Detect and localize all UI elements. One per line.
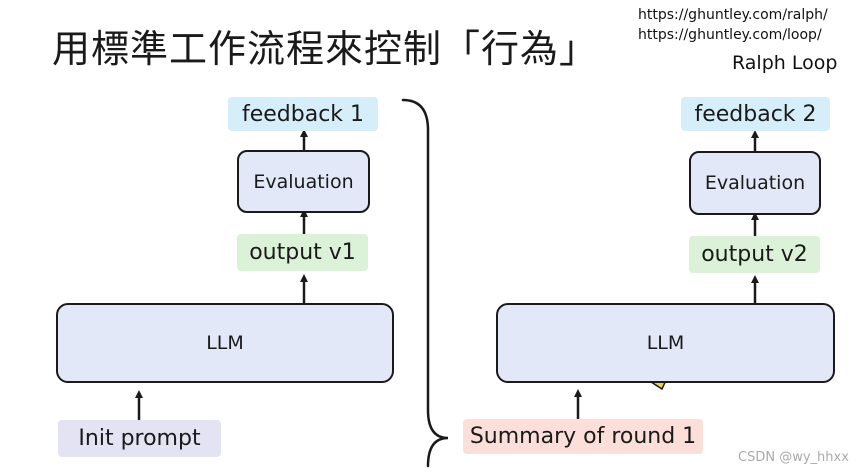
right-summary-label: Summary of round 1 xyxy=(463,419,703,454)
right-feedback-label: feedback 2 xyxy=(681,97,830,131)
slide-title: 用標準工作流程來控制「行為」 xyxy=(52,27,599,71)
reference-title: Ralph Loop xyxy=(732,52,838,74)
watermark: CSDN @wy_hhxx xyxy=(738,450,849,465)
left-init-prompt-label: Init prompt xyxy=(58,420,221,457)
left-evaluation-box: Evaluation xyxy=(237,150,370,213)
left-output-label: output v1 xyxy=(237,234,368,271)
left-feedback-label: feedback 1 xyxy=(228,97,378,131)
right-output-label: output v2 xyxy=(689,236,820,273)
reference-link-loop[interactable]: https://ghuntley.com/loop/ xyxy=(638,27,822,43)
curly-brace xyxy=(401,98,449,468)
left-llm-box: LLM xyxy=(56,303,394,383)
right-evaluation-box: Evaluation xyxy=(689,151,821,215)
reference-link-ralph[interactable]: https://ghuntley.com/ralph/ xyxy=(638,7,828,23)
right-llm-box: LLM xyxy=(496,303,835,383)
